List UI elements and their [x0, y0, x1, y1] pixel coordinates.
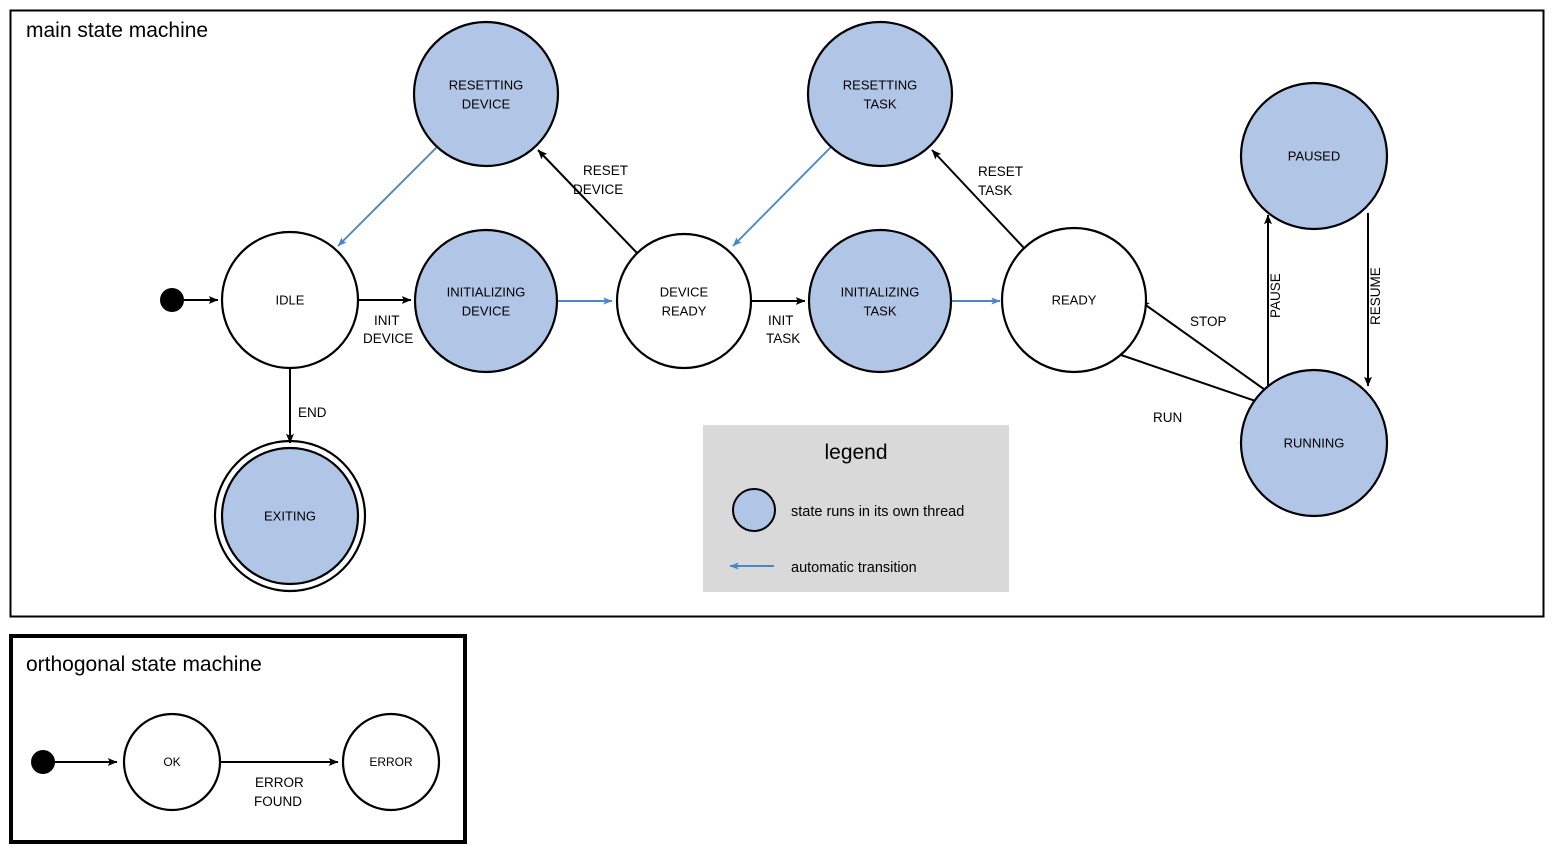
legend-title: legend: [824, 441, 887, 464]
edge-label-reset-task-line2: TASK: [978, 183, 1012, 198]
state-initializing-task-label-line2: TASK: [864, 303, 897, 318]
edge-label-init-device-line1: INIT: [374, 313, 400, 328]
state-resetting-device-label-line1: RESETTING: [449, 77, 523, 92]
state-device-ready-label-line2: READY: [662, 303, 707, 318]
state-ready-label: READY: [1052, 292, 1097, 307]
thread-state-circle-icon: [732, 488, 776, 532]
state-resetting-device[interactable]: RESETTING DEVICE: [412, 20, 560, 168]
state-paused[interactable]: PAUSED: [1239, 81, 1389, 231]
edge-label-resume: RESUME: [1368, 267, 1383, 325]
orthogonal-frame-border: [9, 634, 467, 844]
state-error[interactable]: ERROR: [341, 712, 441, 812]
state-resetting-task-label-line2: TASK: [864, 96, 897, 111]
state-initializing-task-label-line1: INITIALIZING: [841, 284, 920, 299]
state-initializing-device[interactable]: INITIALIZING DEVICE: [413, 228, 559, 374]
main-transitions: INIT DEVICE END RESET DEVICE INIT TASK: [184, 146, 1383, 444]
edge-label-init-task-line1: INIT: [768, 313, 794, 328]
main-state-machine-frame: main state machine: [9, 9, 1545, 618]
transition-resetting-task-to-device-ready: [732, 146, 832, 247]
orthogonal-frame-title: orthogonal state machine: [26, 653, 262, 676]
main-frame-title: main state machine: [26, 19, 208, 42]
state-paused-label: PAUSED: [1288, 148, 1341, 163]
edge-label-pause: PAUSE: [1268, 273, 1283, 318]
state-exiting[interactable]: EXITING: [213, 439, 367, 593]
state-error-circle[interactable]: [341, 712, 441, 812]
legend: legend state runs in its own thread auto…: [703, 425, 1009, 592]
edge-label-init-device-line2: DEVICE: [363, 331, 413, 346]
state-initializing-device-label-line1: INITIALIZING: [447, 284, 526, 299]
state-running[interactable]: RUNNING: [1239, 368, 1389, 518]
legend-item-automatic-transition: automatic transition: [729, 560, 917, 576]
edge-label-end: END: [298, 405, 327, 420]
transition-resetting-device-to-idle: [337, 146, 438, 247]
state-running-label: RUNNING: [1284, 435, 1345, 450]
edge-label-reset-task-line1: RESET: [978, 164, 1023, 179]
state-resetting-task-circle[interactable]: [806, 20, 954, 168]
state-exiting-label: EXITING: [264, 508, 316, 523]
legend-item-thread-state-label: state runs in its own thread: [791, 504, 964, 520]
state-idle-circle[interactable]: [220, 230, 360, 370]
edge-label-reset-device-line1: RESET: [583, 163, 628, 178]
state-running-circle[interactable]: [1239, 368, 1389, 518]
edge-label-error-found-line2: FOUND: [254, 794, 302, 809]
edge-label-reset-device-line2: DEVICE: [573, 182, 623, 197]
main-frame-border: [9, 9, 1545, 618]
state-device-ready[interactable]: DEVICE READY: [615, 232, 753, 370]
edge-label-error-found-line1: ERROR: [255, 775, 304, 790]
state-initializing-device-label-line2: DEVICE: [462, 303, 511, 318]
legend-item-thread-state: state runs in its own thread: [732, 488, 964, 532]
state-idle[interactable]: IDLE: [220, 230, 360, 370]
state-ok-label: OK: [163, 755, 180, 769]
orthogonal-initial-state-marker: [31, 750, 55, 774]
state-ok[interactable]: OK: [122, 712, 222, 812]
edge-label-init-task-line2: TASK: [766, 331, 800, 346]
state-exiting-outer-ring: [213, 439, 367, 593]
main-states: IDLE RESETTING DEVICE INITIALIZING DEVIC…: [160, 20, 1389, 593]
state-device-ready-circle[interactable]: [615, 232, 753, 370]
edge-label-run: RUN: [1153, 410, 1182, 425]
state-resetting-task[interactable]: RESETTING TASK: [806, 20, 954, 168]
state-resetting-device-label-line2: DEVICE: [462, 96, 511, 111]
state-error-label: ERROR: [369, 755, 413, 769]
state-ready[interactable]: READY: [1000, 226, 1148, 374]
transition-ready-to-resetting-task: [931, 149, 1025, 249]
edge-label-stop: STOP: [1190, 314, 1227, 329]
transition-ready-to-running: [1120, 354, 1274, 408]
legend-item-automatic-transition-label: automatic transition: [791, 560, 917, 576]
state-initializing-task[interactable]: INITIALIZING TASK: [807, 228, 953, 374]
state-resetting-device-circle[interactable]: [412, 20, 560, 168]
initial-state-marker: [160, 288, 184, 312]
transition-device-ready-to-resetting-device: [537, 149, 638, 254]
state-idle-label: IDLE: [276, 292, 305, 307]
state-initializing-task-circle[interactable]: [807, 228, 953, 374]
state-paused-circle[interactable]: [1239, 81, 1389, 231]
state-resetting-task-label-line1: RESETTING: [843, 77, 917, 92]
state-ok-circle[interactable]: [122, 712, 222, 812]
state-device-ready-label-line1: DEVICE: [660, 284, 709, 299]
state-initializing-device-circle[interactable]: [413, 228, 559, 374]
transition-running-to-ready: [1139, 300, 1269, 393]
state-exiting-circle[interactable]: [220, 446, 360, 586]
state-ready-circle[interactable]: [1000, 226, 1148, 374]
orthogonal-state-machine-frame: orthogonal state machine ERROR FOUND OK …: [9, 634, 467, 844]
